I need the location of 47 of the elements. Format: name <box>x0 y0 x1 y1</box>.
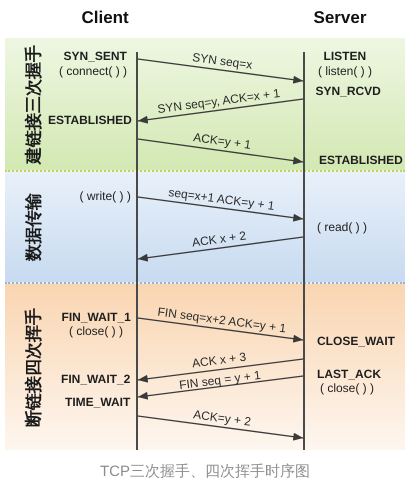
edge-label: ACK x + 2 <box>192 229 248 250</box>
phase-title: 数据传输 <box>25 193 44 261</box>
message-arrow <box>138 138 304 165</box>
phase-band <box>5 284 405 450</box>
function-call-label: ( close( ) ) <box>69 325 123 339</box>
message-arrow <box>138 58 304 84</box>
lifeline <box>303 52 305 172</box>
state-label: LISTEN <box>324 50 366 64</box>
state-label: LAST_ACK <box>317 368 382 382</box>
state-label: CLOSE_WAIT <box>317 335 396 349</box>
phase-band <box>5 172 405 284</box>
lifeline <box>136 284 138 450</box>
participant-label: Server <box>314 8 366 28</box>
message-arrow <box>138 98 304 124</box>
state-label: ESTABLISHED <box>48 114 132 128</box>
function-call-label: ( connect( ) ) <box>59 65 128 79</box>
state-label: TIME_WAIT <box>65 396 130 410</box>
message-arrow <box>138 375 304 400</box>
lifeline <box>136 52 138 172</box>
function-call-label: ( close( ) ) <box>320 382 374 396</box>
lifeline <box>136 172 138 284</box>
edge-label: SYN seq=y, ACK=x + 1 <box>157 86 282 116</box>
message-arrow <box>138 196 304 222</box>
edge-label: FIN seq=x+2 ACK=y + 1 <box>156 305 287 336</box>
state-label: FIN_WAIT_2 <box>61 373 130 387</box>
participant-label: Client <box>82 8 129 28</box>
function-call-label: ( read( ) ) <box>317 221 368 235</box>
edge-label: ACK=y + 2 <box>192 408 252 430</box>
state-label: FIN_WAIT_1 <box>62 311 131 325</box>
function-call-label: ( write( ) ) <box>80 190 131 204</box>
phase-title: 断链接四次挥手 <box>25 308 44 426</box>
function-call-label: ( listen( ) ) <box>318 65 372 79</box>
phase-title: 建链接三次握手 <box>25 44 44 164</box>
caption: TCP三次握手、四次挥手时序图 <box>100 462 310 480</box>
state-label: SYN_RCVD <box>316 85 381 99</box>
message-arrow <box>138 317 304 343</box>
lifeline <box>303 172 305 284</box>
message-arrow <box>138 415 304 441</box>
phase-band <box>5 38 405 172</box>
edge-label: ACK=y + 1 <box>192 131 252 153</box>
lifeline <box>303 284 305 450</box>
state-label: ESTABLISHED <box>319 154 403 168</box>
state-label: SYN_SENT <box>64 50 127 64</box>
message-arrow <box>138 236 304 262</box>
message-arrow <box>138 358 304 383</box>
edge-label: seq=x+1 ACK=y + 1 <box>168 186 276 214</box>
edge-label: SYN seq=x <box>190 50 253 72</box>
